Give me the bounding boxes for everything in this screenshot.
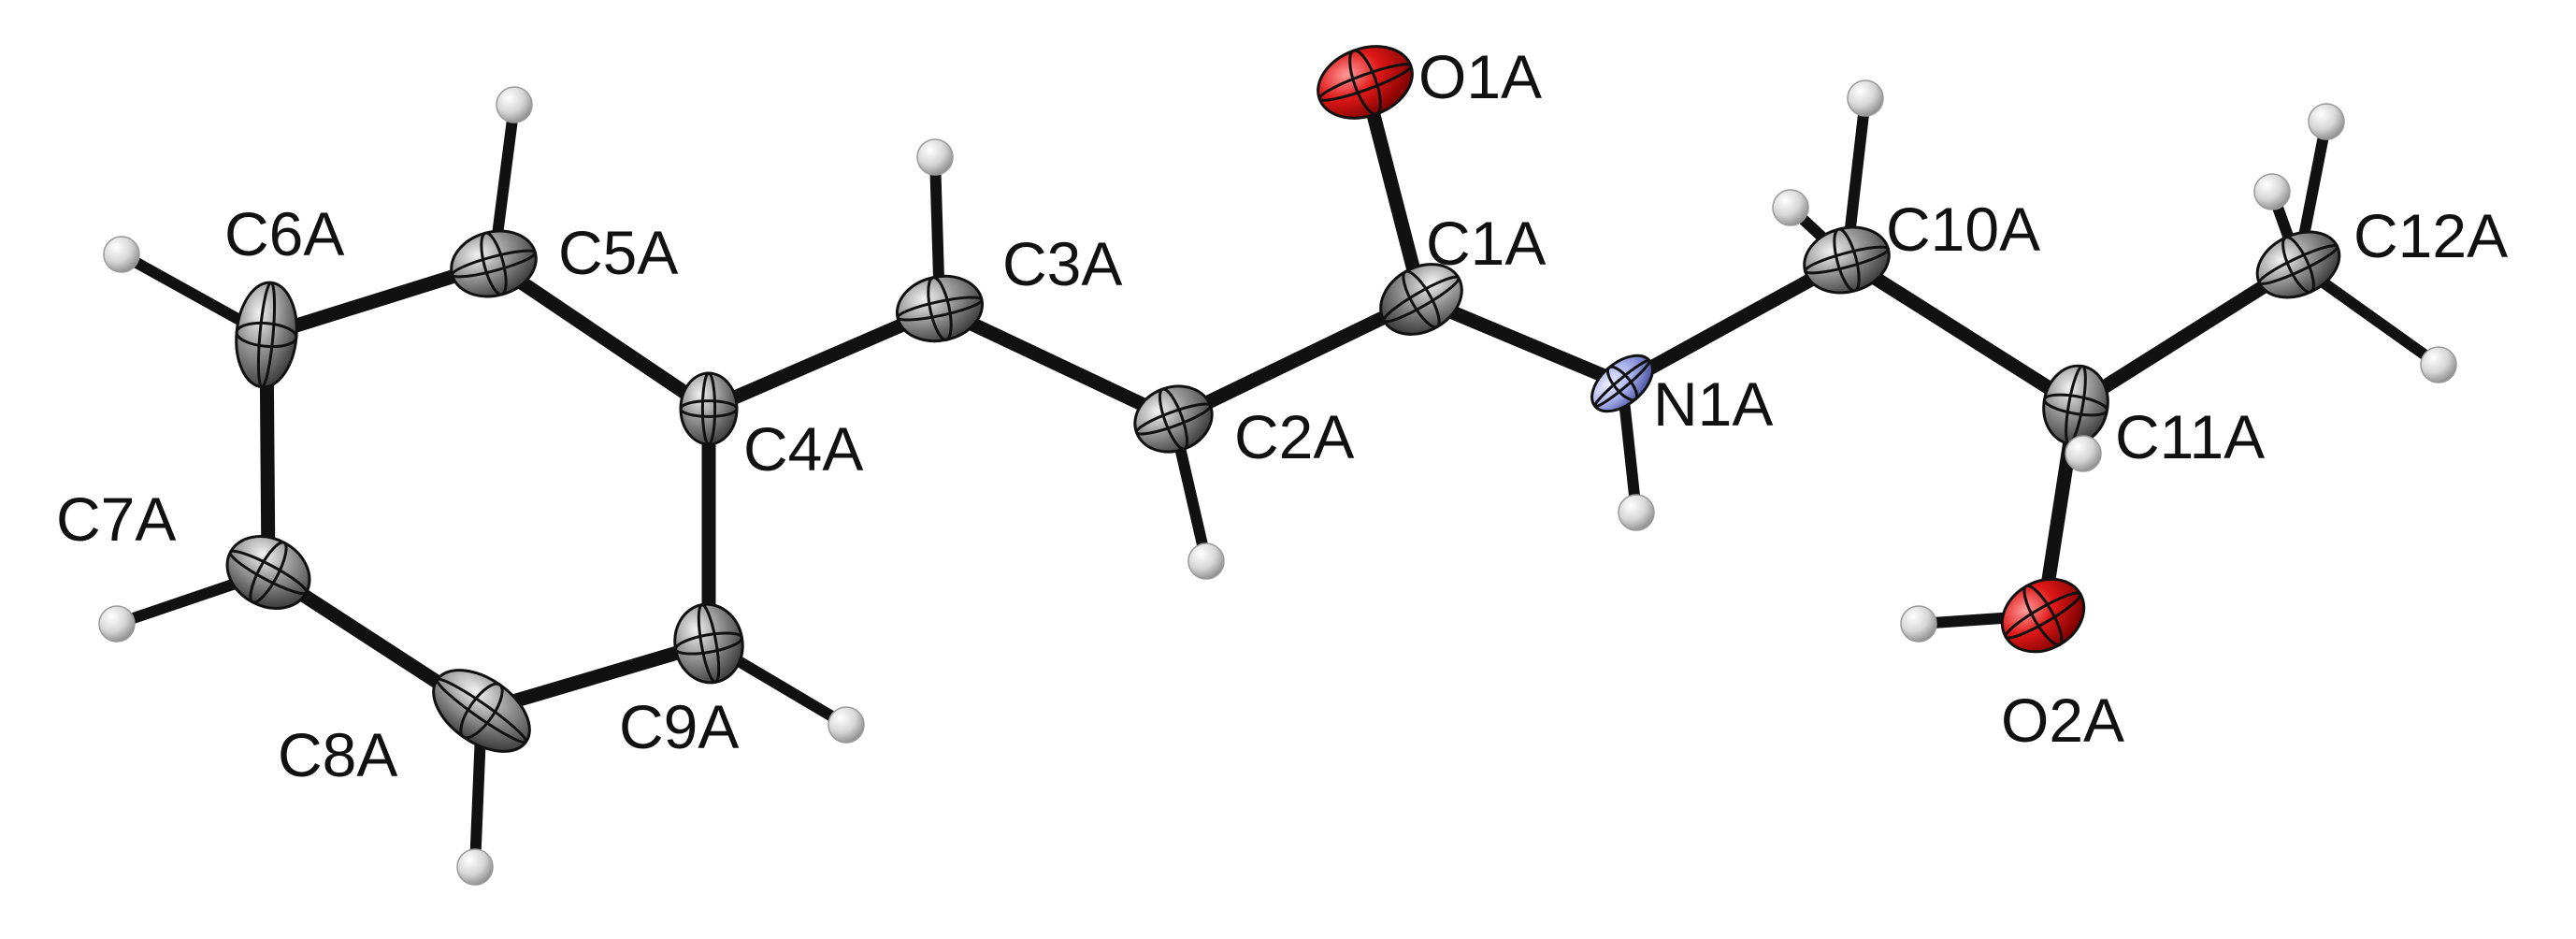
bond-C3A-C2A	[932, 301, 1181, 426]
atom-H11	[2065, 435, 2102, 472]
atom-HO2	[1900, 605, 1937, 643]
label-O1A: O1A	[1418, 42, 1542, 111]
atom-H12a	[2308, 103, 2345, 140]
label-C5A: C5A	[558, 218, 678, 287]
atom-H8	[456, 848, 494, 886]
atom-N1A	[1590, 354, 1654, 413]
atom-C11A	[2042, 364, 2109, 446]
label-C3A: C3A	[1002, 229, 1122, 298]
atom-H12c	[2420, 346, 2457, 383]
atom-C10A	[1803, 225, 1891, 295]
label-C10A: C10A	[1886, 195, 2040, 264]
label-C6A: C6A	[224, 199, 344, 268]
atom-C1A	[1379, 263, 1463, 336]
atom-labels-layer: C1A C2A C3A C4A C5A C6A C7A C8A C9A C10A C11A C12A O…	[56, 42, 2508, 789]
atom-C4A	[679, 371, 739, 446]
atom-C8A	[432, 669, 531, 753]
label-C8A: C8A	[278, 720, 397, 789]
atom-C7A	[225, 535, 311, 610]
atom-H3	[916, 138, 954, 176]
atom-C6A	[235, 281, 298, 389]
label-C9A: C9A	[619, 692, 739, 761]
atom-O1A	[1317, 45, 1414, 120]
bond-C1A-O1A	[1358, 75, 1429, 307]
atom-H6	[103, 236, 140, 273]
bond-C8A-C9A	[474, 636, 716, 718]
atom-H10a	[1847, 79, 1884, 117]
atom-H7	[98, 605, 136, 643]
label-C11A: C11A	[2115, 402, 2265, 471]
atom-C3A	[895, 274, 985, 343]
atom-O2A	[2000, 577, 2086, 654]
atom-C12A	[2255, 230, 2341, 299]
atom-C2A	[1133, 384, 1214, 454]
bond-C2A-C1A	[1166, 292, 1429, 426]
label-C7A: C7A	[56, 484, 176, 554]
atom-H2	[1187, 542, 1225, 580]
label-C1A: C1A	[1426, 209, 1546, 278]
atom-C9A	[673, 602, 744, 685]
label-N1A: N1A	[1653, 369, 1773, 439]
label-C12A: C12A	[2353, 201, 2508, 270]
label-C2A: C2A	[1234, 402, 1354, 471]
atom-HN1	[1618, 494, 1655, 531]
atom-H9	[827, 706, 865, 744]
bond-C10A-C11A	[1839, 253, 2083, 412]
atoms-layer	[98, 45, 2457, 886]
label-C4A: C4A	[743, 414, 863, 484]
atom-H10b	[1772, 189, 1809, 226]
label-O2A: O2A	[2001, 686, 2124, 755]
atom-H12b	[2253, 173, 2291, 210]
bond-C4A-C5A	[486, 256, 716, 416]
atom-H5	[496, 86, 533, 123]
atom-C5A	[450, 229, 538, 298]
